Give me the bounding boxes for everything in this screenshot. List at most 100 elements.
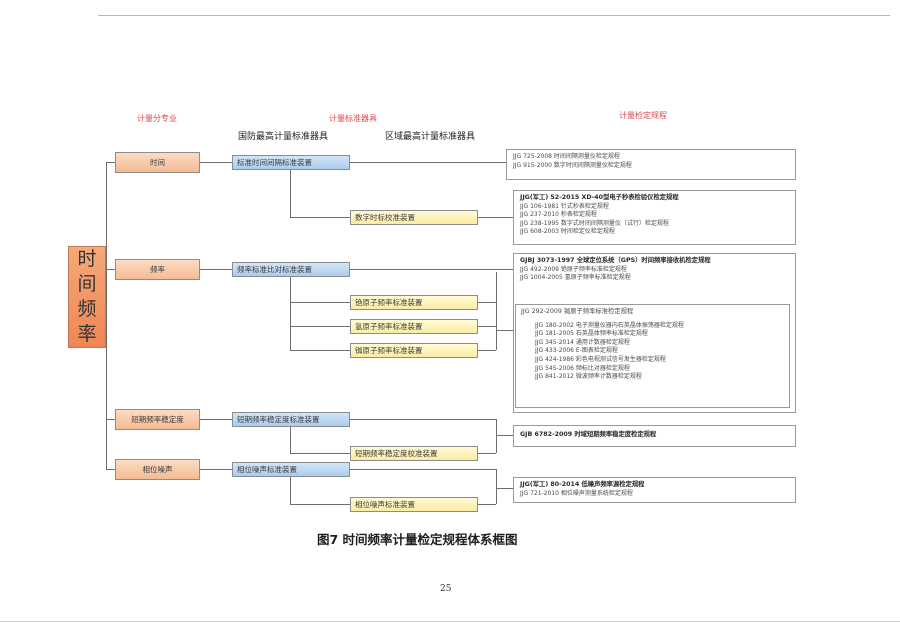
connector (478, 302, 496, 303)
connector (200, 419, 232, 420)
regulation-group-time-interval: JJG 725-2008 时间间隔测量仪检定规程 JJG 915-2000 数字… (506, 149, 796, 180)
node-label: 相位噪声标准装置 (355, 500, 415, 509)
category-short-term-stability: 短期频率稳定度 (115, 409, 200, 430)
regulation-item: JJG(军工) 52-2015 XD-40型电子秒表检验仪检定规程 (520, 194, 679, 201)
connector (350, 419, 496, 420)
connector (478, 350, 496, 351)
category-label: 时间 (150, 158, 165, 167)
regional-standard-rubidium: 铷原子频率标准装置 (350, 343, 478, 358)
header-standards: 计量标准器具 (329, 114, 377, 123)
header-discipline: 计量分专业 (137, 114, 177, 123)
node-label: 短期频率稳定度标准装置 (237, 415, 320, 424)
connector (106, 162, 107, 470)
connector (350, 469, 496, 470)
regional-standard-phase-noise: 相位噪声标准装置 (350, 497, 478, 512)
connector (496, 419, 497, 453)
regulation-item: JJG 915-2000 数字时间间隔测量仪检定规程 (513, 161, 632, 169)
header-regulations: 计量检定规程 (619, 111, 667, 120)
connector (290, 302, 350, 303)
connector (496, 435, 513, 436)
regulation-item: JJG 106-1981 针式秒表检定规程 (520, 202, 609, 210)
node-label: 标准时间间隔标准装置 (237, 158, 312, 167)
category-phase-noise: 相位噪声 (115, 459, 200, 480)
connector (290, 426, 291, 453)
figure-caption: 图7 时间频率计量检定规程体系框图 (317, 532, 518, 547)
regulation-item: JJG 345-2014 通用计数器检定规程 (535, 338, 630, 346)
national-standard-short-term-stability: 短期频率稳定度标准装置 (232, 412, 350, 427)
header-national-standards: 国防最高计量标准器具 (238, 132, 329, 142)
top-rule (98, 15, 890, 16)
regulation-item: JJG 608-2003 时间检定仪检定规程 (520, 228, 615, 236)
connector (290, 350, 350, 351)
connector (350, 269, 513, 270)
regulation-item: GJB 6782-2009 时域短期频率稳定度检定规程 (520, 431, 657, 438)
regulation-item: JJG 725-2008 时间间隔测量仪检定规程 (513, 153, 620, 160)
connector (290, 453, 350, 454)
connector (200, 162, 232, 163)
node-label: 短期频率稳定度校准装置 (355, 449, 438, 458)
node-label: 铷原子频率标准装置 (355, 346, 423, 355)
connector (496, 469, 497, 504)
regulation-item: JJG 424-1986 彩色电视测试信号发生器检定规程 (535, 355, 666, 363)
node-label: 氢原子频率标准装置 (355, 322, 423, 331)
main-node-time-frequency: 时间频率 (68, 246, 106, 348)
national-standard-phase-noise: 相位噪声标准装置 (232, 462, 350, 477)
regulation-group-phase-noise: JJG(军工) 80-2014 低噪声频率源检定规程 JJG 721-2010 … (513, 477, 796, 503)
connector (290, 169, 291, 217)
node-label: 数字时标校准装置 (355, 213, 415, 222)
connector (478, 504, 496, 505)
category-label: 短期频率稳定度 (131, 415, 184, 424)
regulation-item: JJG 492-2009 铯原子频率标准检定规程 (520, 265, 627, 273)
regulation-item: GJBJ 3073-1997 全球定位系统（GPS）时间频率接收机检定规程 (520, 257, 711, 264)
regional-standard-cesium: 铯原子频率标准装置 (350, 295, 478, 310)
connector (496, 272, 497, 350)
regulation-group-short-term-stability: GJB 6782-2009 时域短期频率稳定度检定规程 (513, 425, 796, 447)
regulation-item: JJG 721-2010 相位噪声测量系统检定规程 (520, 489, 633, 497)
connector (290, 504, 350, 505)
page-number: 25 (440, 584, 452, 594)
national-standard-time-interval: 标准时间间隔标准装置 (232, 155, 350, 170)
regulation-item: JJG 180-2002 电子测量仪器内石英晶体振荡器检定规程 (535, 321, 684, 329)
regulation-item: JJG 433-2006 E-图表检定规程 (535, 347, 618, 355)
bottom-rule (0, 621, 900, 622)
connector (478, 326, 496, 327)
connector (350, 162, 506, 163)
node-label: 相位噪声标准装置 (237, 465, 297, 474)
category-label: 相位噪声 (142, 465, 173, 474)
category-frequency: 频率 (115, 259, 200, 280)
header-regional-standards: 区域最高计量标准器具 (385, 132, 476, 142)
connector (106, 469, 115, 470)
regulation-item: JJG 292-2009 铷原子频率标准检定规程 (521, 308, 634, 315)
connector (290, 217, 350, 218)
connector (106, 269, 115, 270)
regulation-item: JJG 238-1995 数字式时间间隔测量仪（试行）检定规程 (520, 219, 669, 227)
connector (478, 453, 496, 454)
connector (496, 488, 513, 489)
connector (496, 330, 515, 331)
regional-standard-hydrogen: 氢原子频率标准装置 (350, 319, 478, 334)
regulation-item: JJG 181-2005 石英晶体频率标准检定规程 (535, 330, 648, 338)
node-label: 频率标准比对标准装置 (237, 265, 312, 274)
regulation-group-rubidium: JJG 292-2009 铷原子频率标准检定规程 JJG 180-2002 电子… (515, 304, 790, 408)
category-label: 频率 (150, 265, 165, 274)
connector (200, 269, 232, 270)
connector (106, 162, 115, 163)
regional-standard-short-term-stability: 短期频率稳定度校准装置 (350, 446, 478, 461)
regulation-group-time-scale: JJG(军工) 52-2015 XD-40型电子秒表检验仪检定规程 JJG 10… (513, 190, 796, 245)
connector (290, 276, 291, 350)
regional-standard-time-scale: 数字时标校准装置 (350, 210, 478, 225)
regulation-item: JJG 237-2010 秒表检定规程 (520, 211, 597, 219)
connector (200, 469, 232, 470)
main-node-label: 时间频率 (77, 248, 97, 345)
regulation-item: JJG 841-2012 微波频率计数器检定规程 (535, 373, 642, 381)
connector (290, 476, 291, 504)
connector (106, 419, 115, 420)
regulation-item: JJG(军工) 80-2014 低噪声频率源检定规程 (520, 481, 645, 488)
regulation-item: JJG 545-2006 频标比对器检定规程 (535, 364, 630, 372)
national-standard-frequency-comparison: 频率标准比对标准装置 (232, 262, 350, 277)
node-label: 铯原子频率标准装置 (355, 298, 423, 307)
connector (290, 326, 350, 327)
connector (478, 217, 513, 218)
regulation-item: JJG 1004-2005 氢原子频率标准检定规程 (520, 274, 631, 282)
category-time: 时间 (115, 152, 200, 173)
